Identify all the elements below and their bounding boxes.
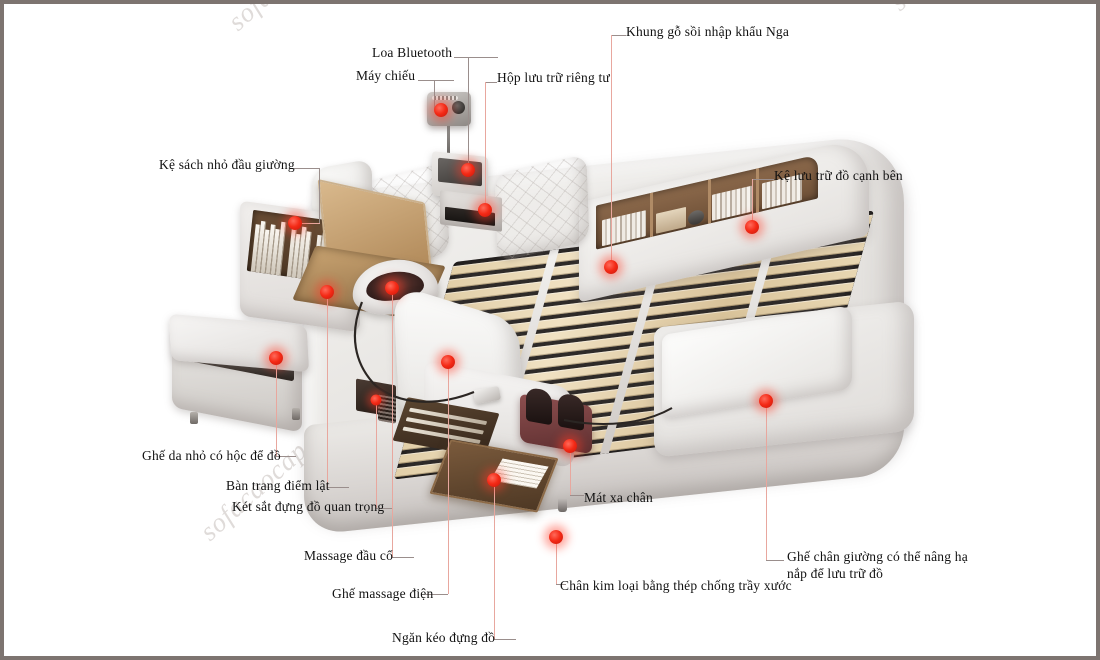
hotspot-ke-sach-nho-dau-giuong[interactable] <box>288 216 302 230</box>
projector-stand <box>447 124 450 154</box>
label-ghe-massage-dien: Ghế massage điện <box>332 586 434 601</box>
label-ket-sat-dung-do-quan-trong: Két sắt đựng đồ quan trọng <box>232 499 385 514</box>
label-hop-luu-tru-rieng-tu: Hộp lưu trữ riêng tư <box>497 70 610 85</box>
label-massage-dau-co: Massage đầu cổ <box>304 548 394 563</box>
label-ke-sach-nho-dau-giuong: Kệ sách nhỏ đầu giường <box>159 157 295 172</box>
hotspot-massage-dau-co[interactable] <box>385 281 399 295</box>
label-khung-go-soi-nhap-khau-nga: Khung gỗ sồi nhập khẩu Nga <box>626 24 790 39</box>
hotspot-loa-bluetooth[interactable] <box>461 163 475 177</box>
hotspot-ghe-massage-dien[interactable] <box>441 355 455 369</box>
hotspot-mat-xa-chan[interactable] <box>563 439 577 453</box>
hotspot-chan-kim-loai[interactable] <box>549 530 563 544</box>
label-ghe-chan-giuong: Ghế chân giường có thể nâng hạ nắp để lư… <box>787 549 968 582</box>
steel-metal-leg <box>558 498 567 512</box>
hotspot-hop-luu-tru-rieng-tu[interactable] <box>478 203 492 217</box>
hotspot-ghe-da-nho-co-hoc-de-do[interactable] <box>269 351 283 365</box>
label-ghe-da-nho-co-hoc-de-do: Ghế da nhỏ có hộc để đồ <box>142 448 281 463</box>
label-mat-xa-chan: Mát xa chân <box>584 490 653 505</box>
hotspot-may-chieu[interactable] <box>434 103 448 117</box>
hotspot-ket-sat-dung-do-quan-trong[interactable] <box>370 394 382 406</box>
hotspot-khung-go-soi-nhap-khau-nga[interactable] <box>604 260 618 274</box>
label-ngan-keo-dung-do: Ngăn kéo đựng đồ <box>392 630 496 645</box>
hotspot-ke-luu-tru-do-canh-ben[interactable] <box>745 220 759 234</box>
hotspot-ghe-chan-giuong[interactable] <box>759 394 773 408</box>
label-chan-kim-loai-bang-thep-chong-tray-xuoc: Chân kim loại bằng thép chống trầy xước <box>560 578 792 593</box>
hotspot-ban-trang-diem-lat[interactable] <box>320 285 334 299</box>
label-loa-bluetooth: Loa Bluetooth <box>372 45 453 60</box>
label-may-chieu: Máy chiếu <box>356 68 416 83</box>
label-ban-trang-diem-lat: Bàn trang điểm lật <box>226 478 330 493</box>
hotspot-ngan-keo-dung-do[interactable] <box>487 473 501 487</box>
label-ke-luu-tru-do-canh-ben: Kệ lưu trữ đồ cạnh bên <box>774 168 903 183</box>
